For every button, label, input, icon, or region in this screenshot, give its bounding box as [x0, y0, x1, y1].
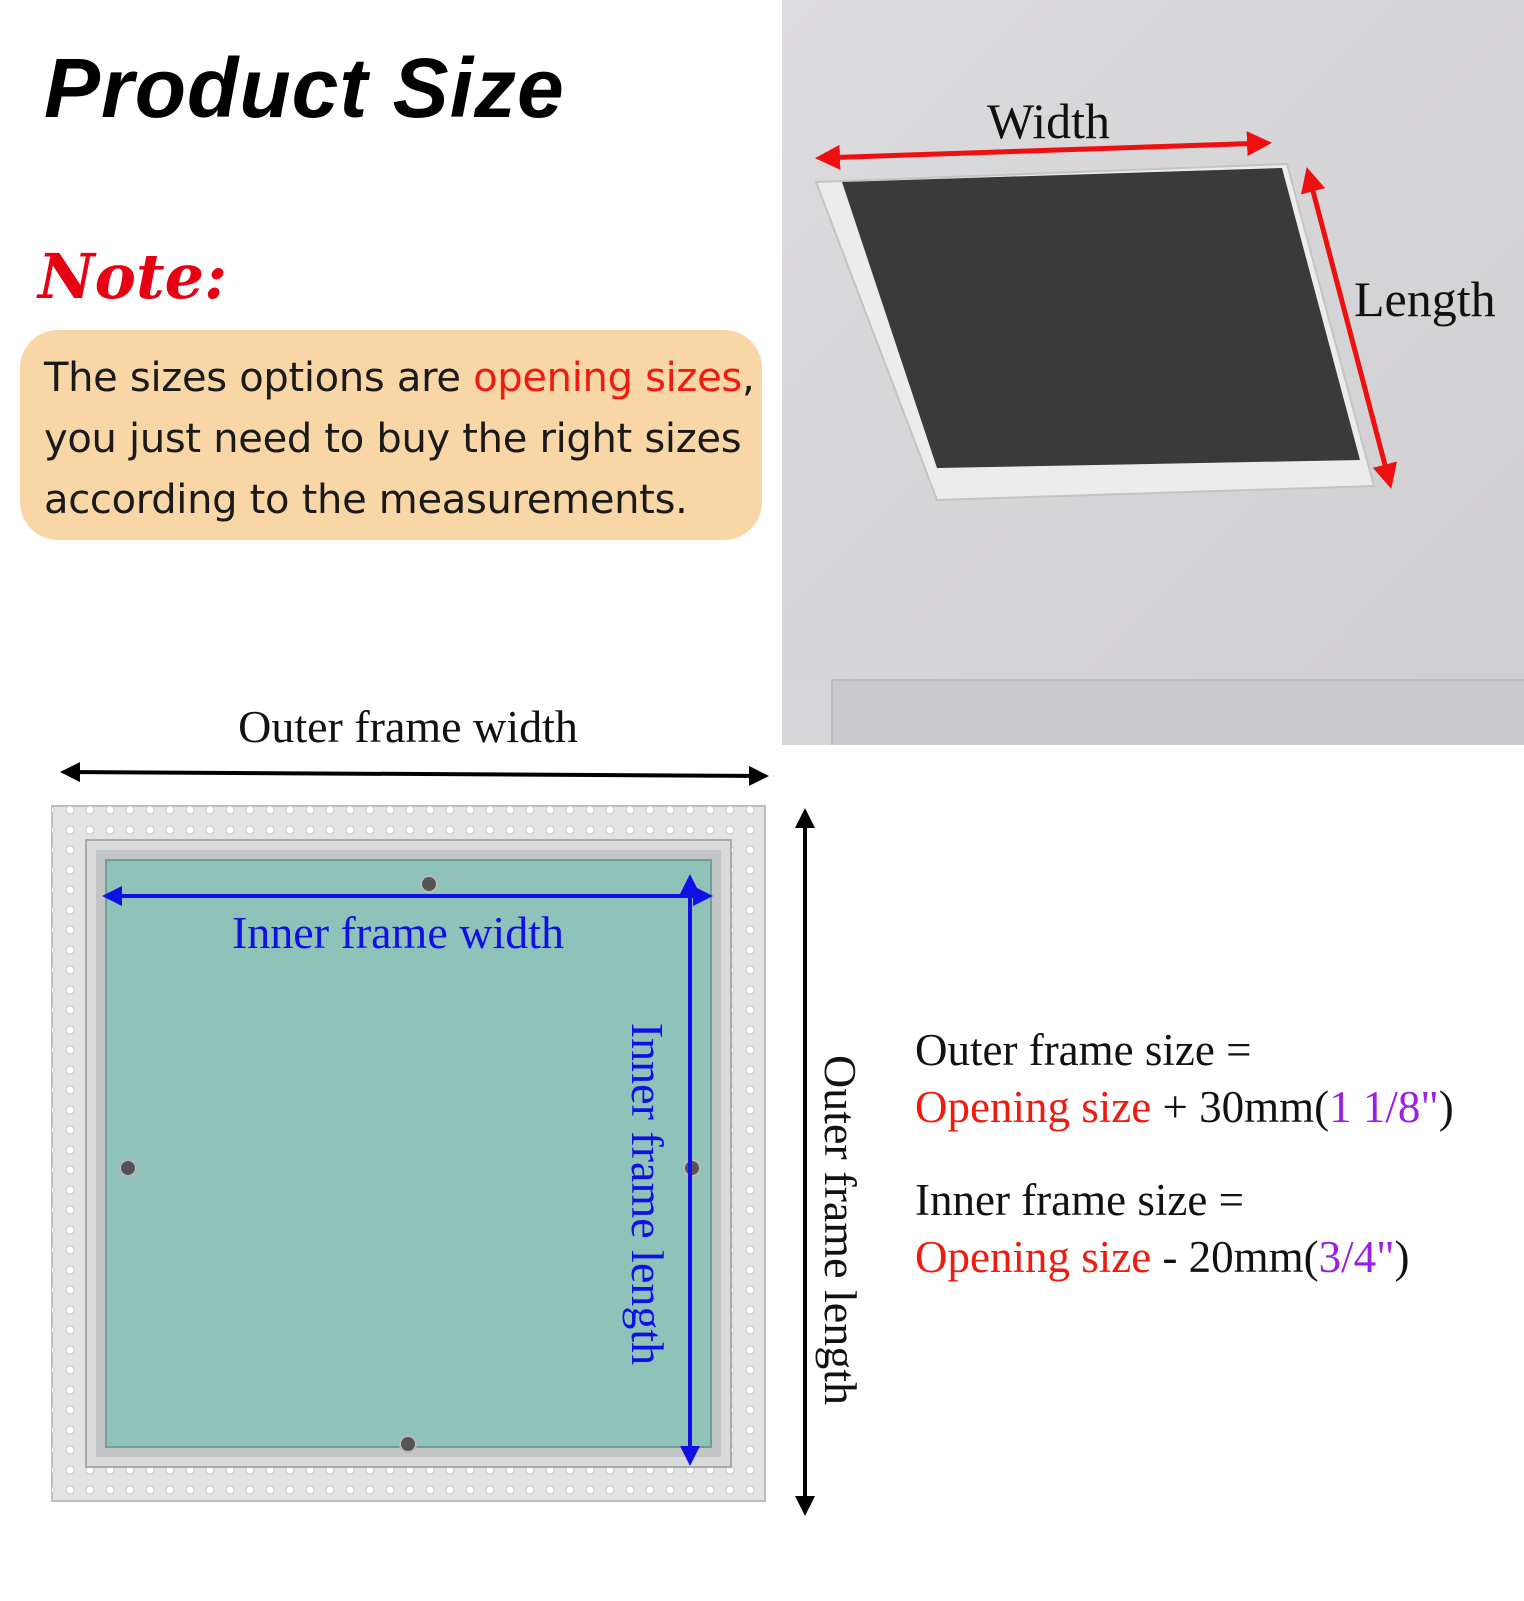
width-label: Width: [987, 93, 1110, 149]
page-title: Product Size: [44, 41, 565, 135]
inner-formula-operator: - 20mm(: [1151, 1232, 1319, 1282]
ceiling-opening-photo: Width Length: [782, 0, 1524, 745]
inner-panel: [105, 859, 712, 1448]
outer-frame-formula: Outer frame size = Opening size + 30mm(1…: [915, 1022, 1454, 1136]
screw-bottom: [399, 1435, 417, 1453]
note-line-3: according to the measurements.: [44, 477, 688, 523]
outer-length-label: Outer frame length: [815, 1055, 866, 1405]
inner-formula-opening: Opening size: [915, 1232, 1152, 1282]
outer-formula-expression: Opening size + 30mm(1 1/8"): [915, 1079, 1454, 1136]
outer-width-label: Outer frame width: [238, 701, 578, 752]
inner-frame-formula: Inner frame size = Opening size - 20mm(3…: [915, 1172, 1410, 1286]
note-box: The sizes options are opening sizes, you…: [20, 330, 762, 540]
length-label: Length: [1354, 271, 1496, 327]
inner-formula-expression: Opening size - 20mm(3/4"): [915, 1229, 1410, 1286]
outer-formula-operator: + 30mm(: [1151, 1082, 1330, 1132]
screw-left: [119, 1159, 137, 1177]
length-arrow: [1300, 167, 1398, 489]
note-line-1-text: The sizes options are: [44, 355, 474, 401]
outer-formula-close: ): [1438, 1082, 1454, 1132]
inner-formula-imperial: 3/4": [1318, 1232, 1395, 1282]
outer-width-arrow: [60, 762, 769, 786]
inner-length-label: Inner frame length: [622, 1023, 673, 1365]
note-highlight: opening sizes: [473, 355, 742, 401]
note-line-2: you just need to buy the right sizes: [44, 416, 742, 462]
outer-formula-heading: Outer frame size =: [915, 1025, 1252, 1075]
note-line-1-punct: ,: [741, 355, 755, 401]
opening-hole: [842, 168, 1360, 468]
width-arrow: [815, 131, 1272, 170]
note-line-1: The sizes options are opening sizes,: [44, 348, 762, 409]
inner-formula-heading: Inner frame size =: [915, 1175, 1244, 1225]
note-heading: Note:: [38, 240, 227, 313]
inner-width-label: Inner frame width: [232, 907, 564, 958]
outer-formula-opening: Opening size: [915, 1082, 1152, 1132]
inner-formula-close: ): [1394, 1232, 1410, 1282]
access-panel-diagram: Outer frame width Inner frame width Inne…: [51, 701, 866, 1516]
outer-formula-imperial: 1 1/8": [1329, 1082, 1439, 1132]
screw-top: [420, 875, 438, 893]
